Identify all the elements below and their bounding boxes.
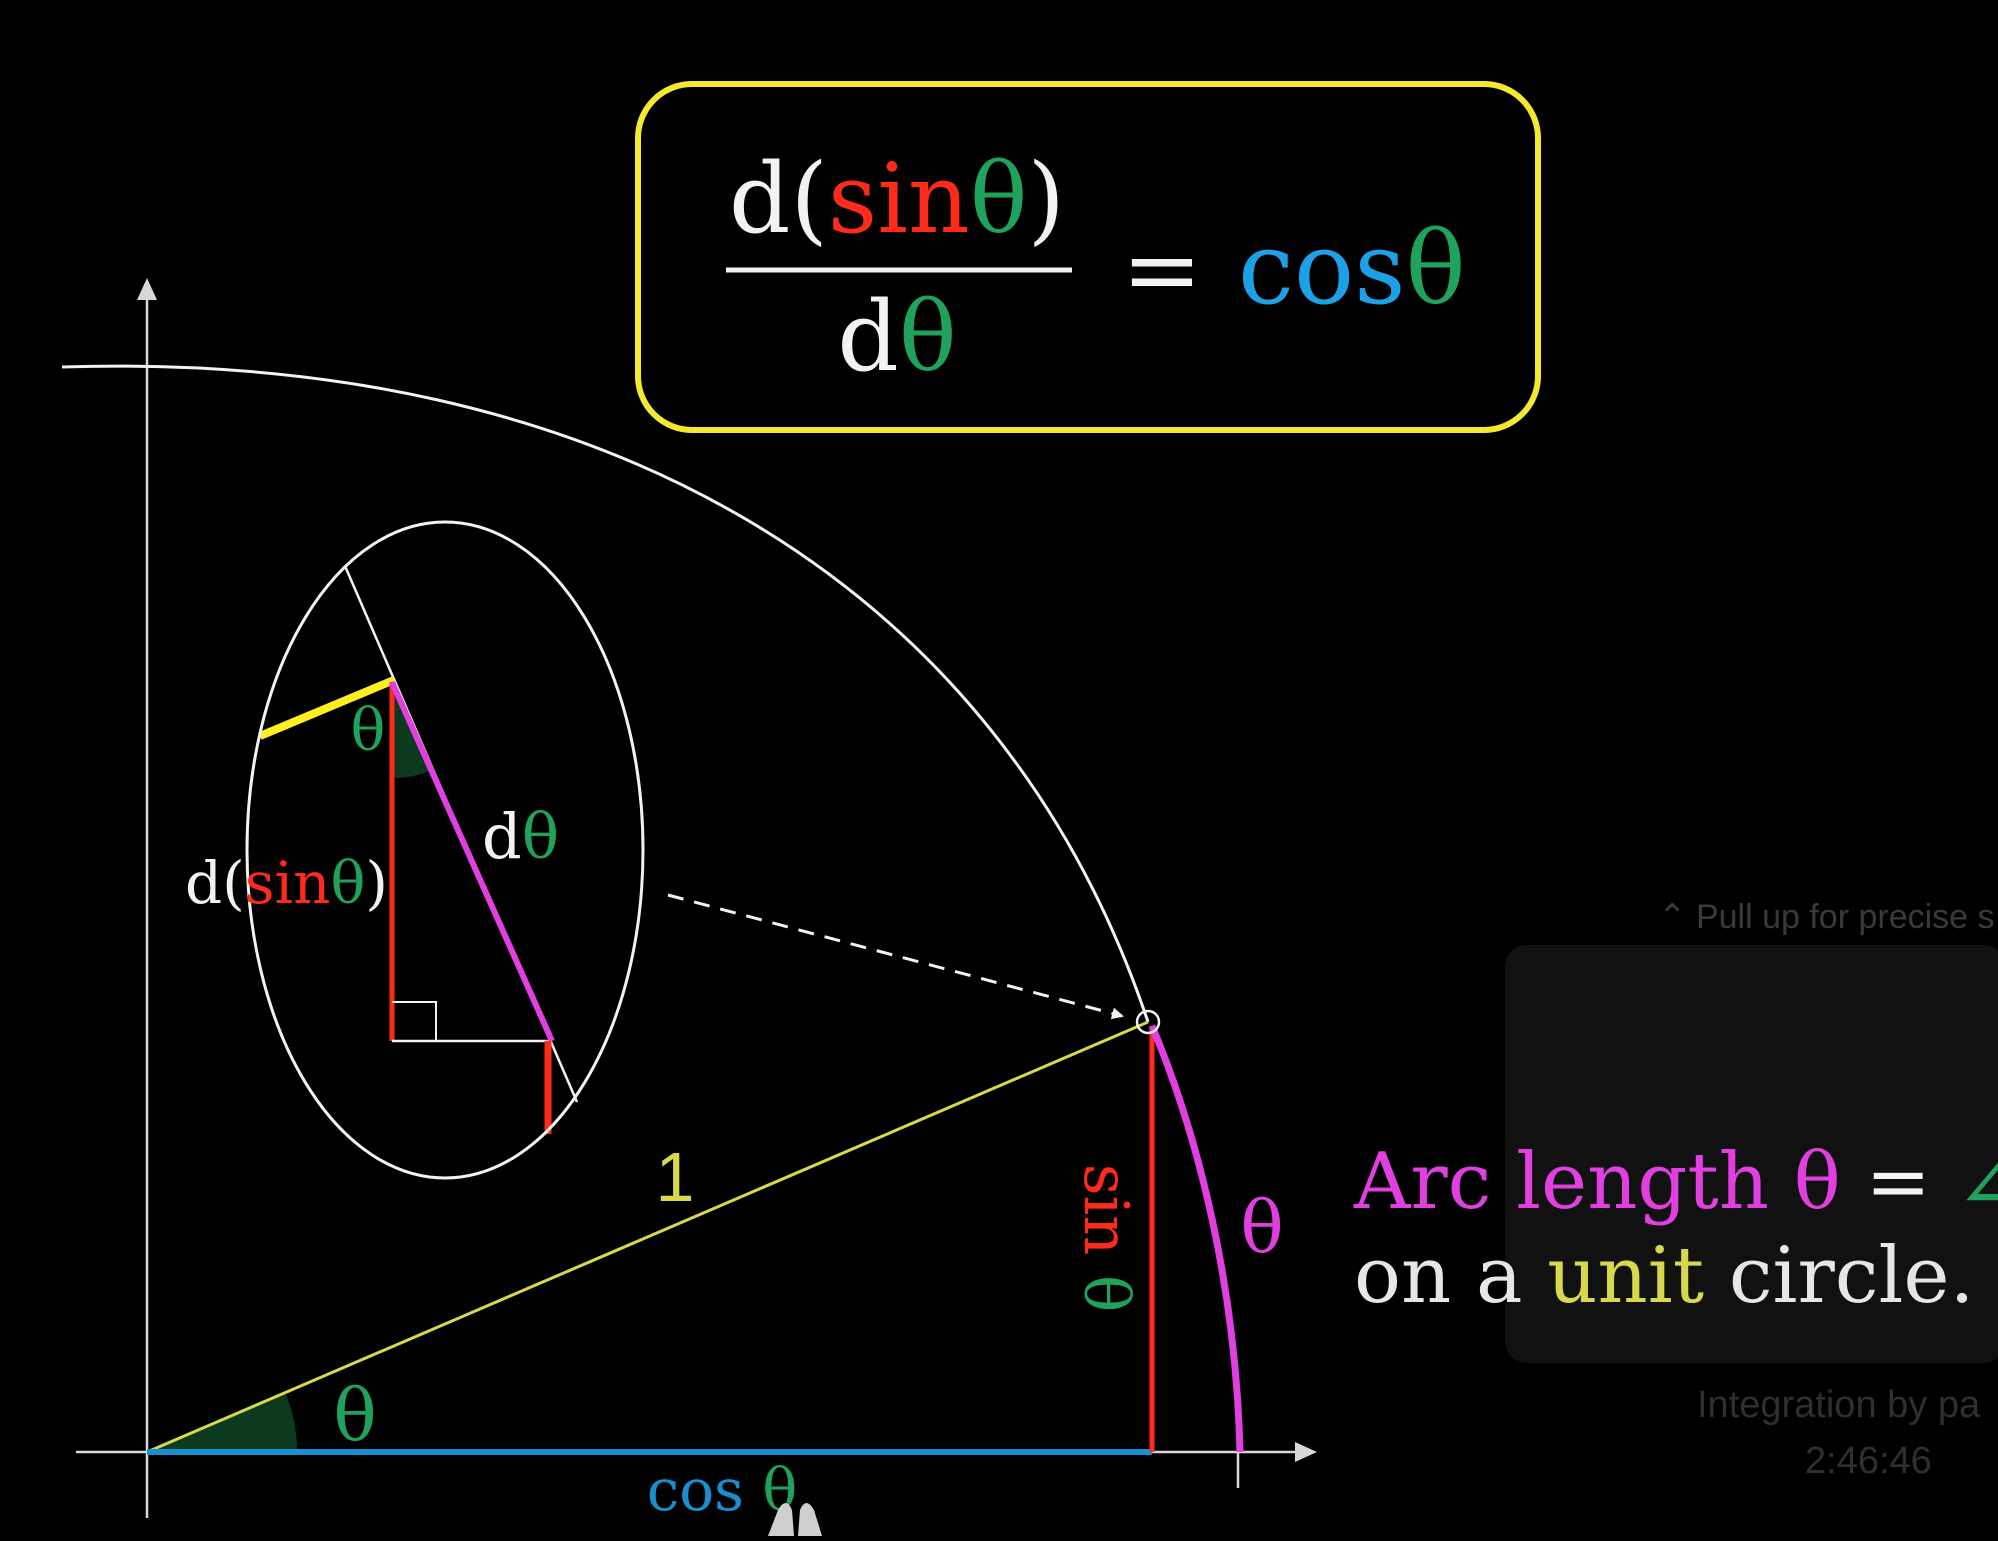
zoom-yellow-segment [258, 676, 396, 740]
chapter-timestamp: 2:46:46 [1805, 1440, 1932, 1482]
formula-numerator: d(sinθ) [729, 143, 1065, 255]
radius-label: 1 [656, 1138, 695, 1216]
caption-line-2: on a unit circle. [1354, 1231, 1974, 1321]
main-triangle [146, 1009, 1244, 1455]
formula-denominator: dθ [837, 281, 956, 393]
unit-circle-arc [61, 364, 1150, 1023]
caption-line-1: Arc length θ = ∠θ [1353, 1137, 1998, 1227]
arc-length-theta [1148, 1024, 1244, 1453]
zoom-pointer-arrow [667, 893, 1124, 1020]
zoom-inset: θ dθ d(sinθ) [185, 520, 645, 1180]
radius-line [146, 1020, 1149, 1454]
x-axis-arrow [1295, 1442, 1317, 1462]
angle-label: θ [333, 1373, 376, 1457]
video-overlay: ⌃ Pull up for precise s Integration by p… [1505, 898, 1998, 1482]
sin-theta-label: sin θ [1070, 1164, 1143, 1313]
cos-theta-label: cos θ [647, 1456, 798, 1524]
zoom-right-angle-mark [392, 1001, 437, 1041]
zoom-ellipse [245, 520, 645, 1180]
formula-box: d(sinθ) dθ = cosθ [635, 81, 1541, 433]
formula-rhs: cosθ [1238, 210, 1466, 327]
point-on-circle [1135, 1009, 1161, 1035]
zoom-dsin-label: d(sinθ) [185, 849, 388, 917]
chapter-title: Integration by pa [1697, 1384, 1981, 1426]
zoom-theta-label: θ [351, 696, 386, 764]
formula-box-border [635, 81, 1541, 433]
pull-up-hint[interactable]: ⌃ Pull up for precise s [1658, 898, 1995, 936]
preview-panel[interactable] [1505, 945, 1998, 1363]
arc-theta-label: θ [1240, 1185, 1283, 1269]
zoom-dtheta-label: dθ [482, 800, 559, 873]
y-axis-arrow [137, 278, 157, 300]
pause-icon[interactable] [768, 1503, 822, 1536]
formula-equals: = [1122, 214, 1202, 326]
zoom-dtheta-segment [389, 680, 555, 1043]
